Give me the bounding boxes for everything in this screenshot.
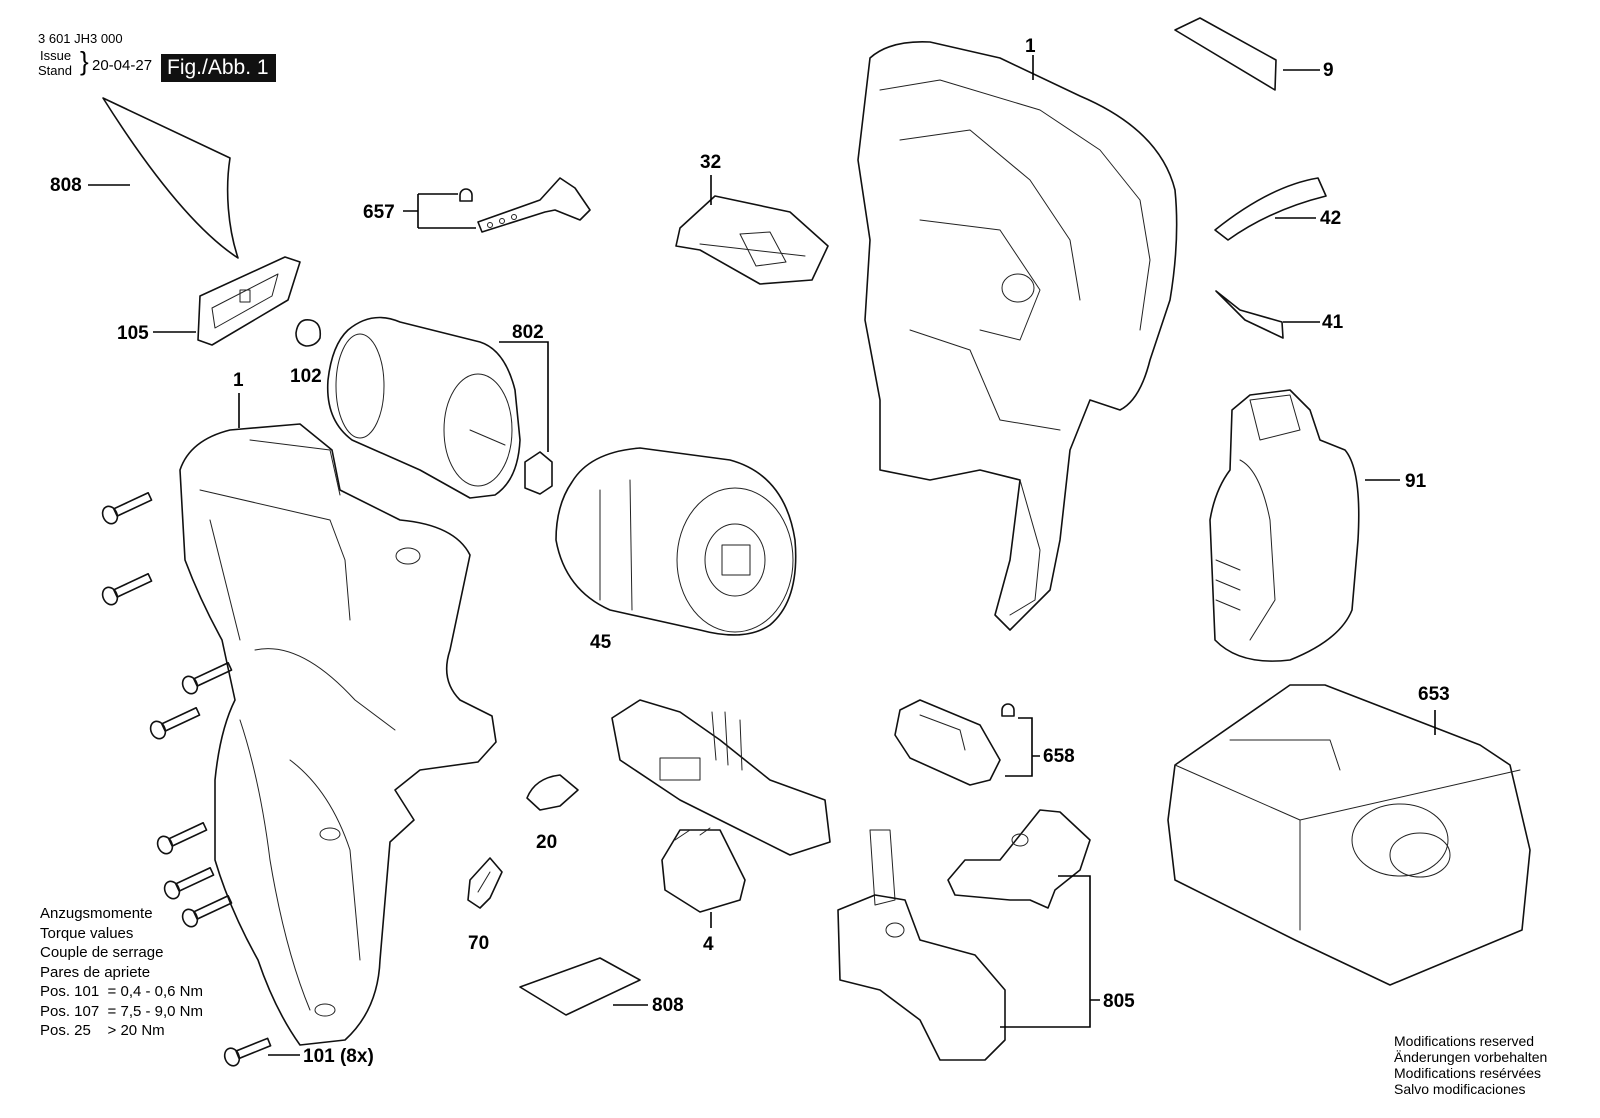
- part-658-switch-block: [894, 699, 1015, 786]
- part-808-label-sheet: [102, 97, 239, 259]
- part-1-housing-left: [179, 423, 497, 1046]
- callout-658: 658: [1043, 746, 1075, 767]
- modifications-es: Salvo modificaciones: [1394, 1081, 1526, 1097]
- part-20-clip: [526, 774, 579, 811]
- part-4-electronics: [611, 699, 831, 913]
- callout-70: 70: [468, 933, 489, 954]
- callout-657: 657: [363, 202, 395, 223]
- callout-20: 20: [536, 832, 557, 853]
- callout-41: 41: [1322, 312, 1344, 333]
- callout-32: 32: [700, 152, 721, 173]
- callout-102: 102: [290, 366, 322, 387]
- part-101-screws: [101, 491, 272, 1067]
- callout-42: 42: [1320, 208, 1341, 229]
- modifications-en: Modifications reserved: [1394, 1033, 1535, 1049]
- document-number: 3 601 JH3 000: [38, 31, 123, 46]
- issue-brace: }: [80, 46, 89, 76]
- part-805-trigger: [837, 809, 1091, 1061]
- part-32-slider: [675, 195, 829, 285]
- callout-105: 105: [117, 323, 149, 344]
- modifications-de: Änderungen vorbehalten: [1394, 1049, 1548, 1065]
- torque-title-es: Pares de apriete: [40, 963, 151, 981]
- issue-date: 20-04-27: [92, 57, 153, 74]
- callout-1-top: 1: [1025, 36, 1036, 57]
- callout-91: 91: [1405, 471, 1427, 492]
- callout-805: 805: [1103, 991, 1135, 1012]
- part-657-bracket: [459, 177, 591, 233]
- callout-808-bottom: 808: [652, 995, 684, 1016]
- modifications-note: Modifications reserved Änderungen vorbeh…: [1394, 1033, 1547, 1097]
- torque-value-101: Pos. 101 = 0,4 - 0,6 Nm: [40, 983, 204, 1000]
- torque-value-25: Pos. 25 > 20 Nm: [40, 1022, 165, 1039]
- figure-label: Fig./Abb. 1: [161, 54, 276, 82]
- part-42-label: [1214, 177, 1327, 241]
- modifications-fr: Modifications resérvées: [1394, 1065, 1542, 1081]
- part-45-gearbox: [555, 447, 797, 636]
- torque-value-107: Pos. 107 = 7,5 - 9,0 Nm: [40, 1002, 204, 1020]
- part-802-motor: [326, 316, 553, 499]
- callout-1-left: 1: [233, 370, 244, 391]
- part-41-label: [1215, 290, 1284, 339]
- part-808-label-bottom: [519, 957, 641, 1016]
- callout-802: 802: [512, 322, 544, 343]
- stand-label: Stand: [38, 63, 72, 78]
- callout-808-top: 808: [50, 175, 82, 196]
- part-102-cap: [295, 318, 322, 347]
- part-70-spring: [467, 857, 503, 909]
- torque-notes: Anzugsmomente Torque values Couple de se…: [40, 904, 203, 1041]
- part-91-battery: [1209, 389, 1360, 662]
- torque-title-en: Torque values: [40, 924, 134, 942]
- callout-101: 101 (8x): [303, 1046, 374, 1067]
- callout-653: 653: [1418, 684, 1450, 705]
- torque-title-de: Anzugsmomente: [40, 905, 153, 922]
- callout-9: 9: [1323, 60, 1334, 81]
- part-1-housing-right: [857, 41, 1178, 631]
- part-105-nameplate: [197, 256, 301, 346]
- part-9-label: [1174, 17, 1277, 91]
- torque-title-fr: Couple de serrage: [40, 944, 164, 961]
- part-653-charger: [1167, 684, 1531, 986]
- callout-45: 45: [590, 632, 612, 653]
- callout-4: 4: [703, 934, 714, 955]
- issue-label: Issue: [40, 48, 72, 63]
